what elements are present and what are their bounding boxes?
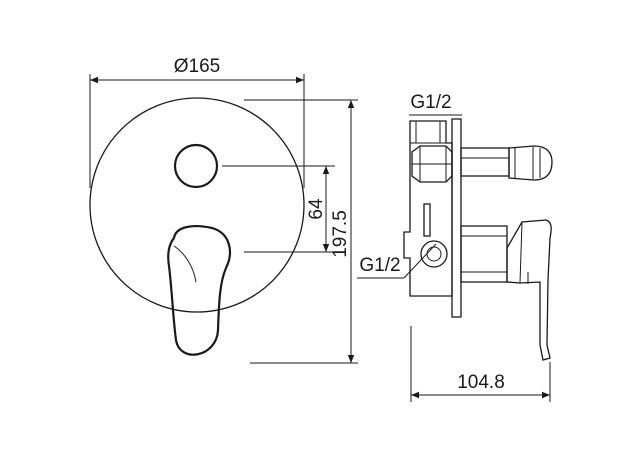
valve-body bbox=[403, 120, 453, 297]
height-dimension: 197.5 bbox=[244, 99, 358, 364]
cartridge-housing bbox=[460, 225, 508, 283]
side-thread-label: G1/2 bbox=[359, 255, 400, 276]
spacing-dimension: 64 bbox=[222, 165, 335, 253]
front-view bbox=[89, 97, 305, 356]
depth-dimension: 104.8 bbox=[410, 326, 551, 402]
height-label: 197.5 bbox=[330, 210, 351, 258]
depth-label: 104.8 bbox=[457, 372, 505, 393]
top-thread-callout: G1/2 bbox=[409, 92, 462, 116]
wall-plate bbox=[451, 118, 462, 318]
side-port-outer bbox=[420, 240, 448, 268]
spacing-label: 64 bbox=[306, 198, 327, 220]
cover-plate bbox=[89, 97, 305, 313]
diameter-label: Ø165 bbox=[174, 56, 220, 77]
side-view bbox=[403, 118, 553, 361]
lever-inner-line bbox=[173, 245, 197, 283]
lever-side-profile bbox=[506, 219, 552, 361]
side-thread-callout: G1/2 bbox=[357, 243, 437, 279]
diverter-cap bbox=[508, 145, 553, 181]
diameter-dimension: Ø165 bbox=[89, 56, 305, 188]
lever-handle bbox=[167, 225, 231, 356]
diverter-stem bbox=[460, 147, 510, 177]
diverter-knob bbox=[173, 143, 219, 189]
side-port-inner bbox=[426, 246, 442, 262]
body-pin bbox=[423, 203, 431, 237]
top-thread-label: G1/2 bbox=[410, 92, 451, 113]
top-hex-fitting bbox=[411, 145, 453, 183]
